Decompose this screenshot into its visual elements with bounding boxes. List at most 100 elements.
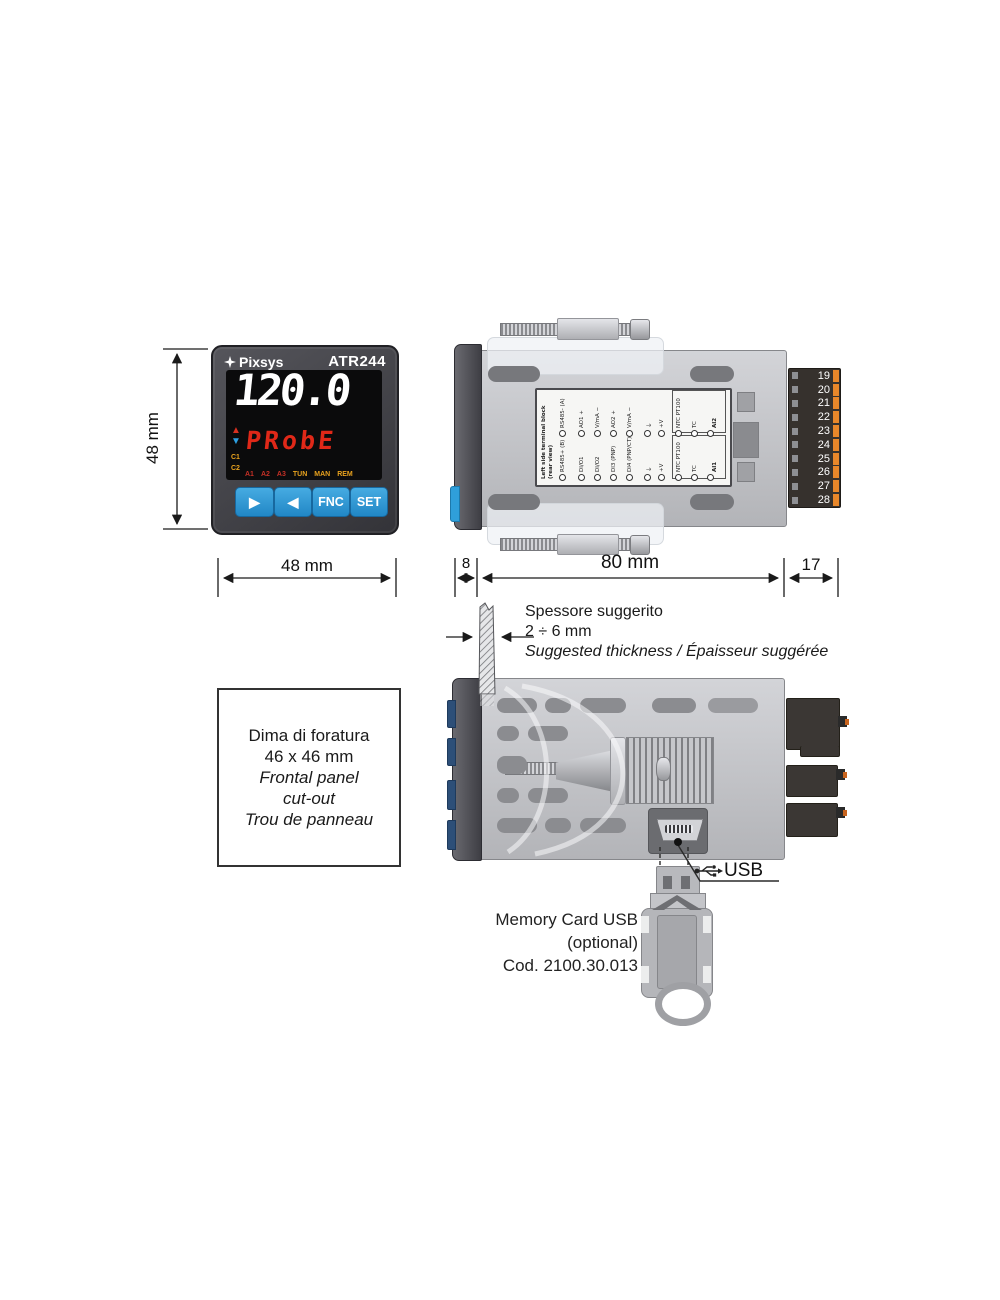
stick-face: [657, 915, 697, 989]
dim-body-label: 80 mm: [600, 552, 660, 573]
plate-signal: DI4 (PNP/CT): [627, 436, 633, 472]
plate-signal: DI3 (PNP): [611, 445, 617, 472]
ai2-box: [672, 390, 726, 433]
terminal-row: 24: [789, 438, 840, 452]
top-screw-sleeve: [557, 318, 619, 340]
cutout-box: Dima di foratura 46 x 46 mm Frontal pane…: [217, 688, 401, 867]
terminal-row: 28: [789, 493, 840, 507]
terminal-row: 26: [789, 466, 840, 480]
usb-trident-icon: [693, 863, 723, 884]
terminal-row: 21: [789, 397, 840, 411]
terminal-label-plate: [535, 388, 732, 487]
increment-button[interactable]: ▶: [235, 487, 274, 517]
plate-signal: RS485- (A): [560, 398, 566, 428]
plate-signal: ⏚: [647, 466, 653, 472]
plate-signal: AO1 +: [579, 410, 585, 428]
vent-slot: [488, 494, 540, 510]
plate-signal: V/mA −: [595, 406, 601, 428]
rear-connector: [786, 765, 838, 797]
plate-signal: V/mA −: [627, 406, 633, 428]
decrement-button[interactable]: ◀: [274, 487, 312, 517]
usb-label: USB: [724, 860, 764, 881]
plate-signal: +V: [659, 463, 665, 472]
plate-signal: RS485+ (B): [560, 439, 566, 472]
plate-signal: DI/O1: [579, 456, 585, 472]
plate-signal: NTC PT100: [676, 442, 682, 472]
plate-signal: ⏚: [647, 422, 653, 428]
status-man: MAN: [314, 471, 331, 478]
status-a2: A2: [260, 471, 270, 478]
vent-slot: [488, 366, 540, 382]
cutout-line: Frontal panel: [259, 768, 359, 787]
up-arrow-indicator: ▲: [231, 425, 241, 436]
output-c2-label: C2: [231, 465, 240, 472]
front-panel-view: Pixsys ATR244 120.0 ▲ ▼ C1 C2 PRobE A1 A…: [211, 345, 399, 535]
micro-usb-module: [648, 808, 708, 854]
panel-clip-blue: [450, 486, 460, 522]
top-screw-head: [630, 319, 650, 340]
terminal-row: 20: [789, 383, 840, 397]
plate-signal: NTC PT100: [676, 398, 682, 428]
bottom-screw-head: [630, 535, 650, 555]
front-panel-header: Pixsys ATR244: [224, 353, 386, 370]
down-arrow-indicator: ▼: [231, 436, 241, 447]
plate-signal: AO2 +: [611, 410, 617, 428]
display-message: PRobE: [244, 426, 338, 455]
status-a3: A3: [276, 471, 286, 478]
rear-connector: [786, 803, 838, 837]
terminal-row: 19: [789, 369, 840, 383]
plate-signal: DI/O2: [595, 456, 601, 472]
lcd-display: 120.0 ▲ ▼ C1 C2 PRobE A1 A2 A3 TUN MAN R…: [226, 370, 382, 480]
cutout-line: cut-out: [283, 789, 335, 808]
status-label-row: A1 A2 A3 TUN MAN REM: [245, 471, 353, 478]
dim-width-label: 48 mm: [281, 556, 333, 575]
thickness-note: Spessore suggerito 2 ÷ 6 mm Suggested th…: [525, 603, 829, 660]
plate-signal: TC: [692, 465, 698, 472]
bezel-tab: [447, 820, 456, 850]
bezel-tab: [447, 700, 456, 728]
status-rem: REM: [337, 471, 353, 478]
bottom-view-bezel: [452, 678, 482, 861]
pixsys-logo: Pixsys: [224, 354, 283, 370]
memory-card-note: Memory Card USB (optional) Cod. 2100.30.…: [495, 910, 638, 975]
clamp-screw-head: [656, 757, 671, 781]
status-tun: TUN: [292, 471, 308, 478]
rear-latch-center: [733, 422, 759, 458]
bottom-screw-sleeve: [557, 534, 619, 555]
rear-connector: [786, 698, 840, 750]
dim-terminal-label: 17: [801, 555, 821, 574]
set-button[interactable]: SET: [350, 487, 388, 517]
plate-signal: +V: [659, 419, 665, 428]
fnc-button[interactable]: FNC: [312, 487, 350, 517]
status-a1: A1: [245, 471, 254, 478]
terminal-row: 25: [789, 452, 840, 466]
micro-usb-pins: [665, 825, 693, 833]
plate-title: Left side terminal block (rear view): [541, 405, 554, 479]
rear-latch: [737, 392, 755, 412]
bezel-tab: [447, 780, 456, 810]
plate-signal: TC: [692, 421, 698, 428]
output-c1-label: C1: [231, 454, 240, 461]
ai1-box: [672, 435, 726, 479]
terminal-row: 27: [789, 479, 840, 493]
clamp-plate: [610, 737, 626, 805]
terminal-row: 23: [789, 424, 840, 438]
plate-signal: AI1: [712, 461, 718, 472]
pixsys-star-icon: [224, 355, 236, 368]
brand-text: Pixsys: [239, 353, 284, 370]
display-value: 120.0: [231, 370, 352, 416]
cutout-line: Dima di foratura: [248, 726, 370, 745]
rear-connector-lip: [800, 746, 840, 757]
keyring-hole: [655, 982, 711, 1026]
cutout-line: 46 x 46 mm: [264, 747, 354, 766]
dim-bezel-label: 8: [461, 555, 471, 572]
dim-height-label: 48 mm: [143, 412, 162, 464]
cutout-line: Trou de panneau: [244, 810, 374, 829]
bezel-tab: [447, 738, 456, 766]
terminal-row: 22: [789, 410, 840, 424]
vent-slot: [690, 494, 734, 510]
rear-latch: [737, 462, 755, 482]
plate-signal: AI2: [712, 417, 718, 428]
